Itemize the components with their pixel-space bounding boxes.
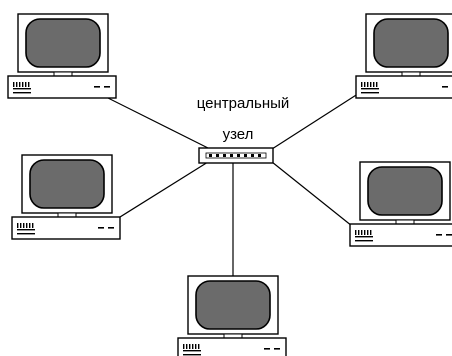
link-top-right [271, 89, 365, 150]
computer-top-left-icon [7, 13, 117, 99]
link-top-left [95, 91, 211, 150]
hub-label-line1: центральный [196, 95, 290, 112]
hub-switch-icon [198, 147, 274, 164]
connection-lines [95, 89, 365, 278]
computer-middle-left-icon [11, 154, 121, 240]
computer-bottom-icon [177, 275, 287, 356]
link-middle-right [271, 161, 353, 227]
computer-middle-right-icon [349, 161, 452, 247]
link-middle-left [111, 161, 209, 223]
hub-label-line2: узел [222, 126, 254, 143]
computer-top-right-icon [355, 13, 452, 99]
